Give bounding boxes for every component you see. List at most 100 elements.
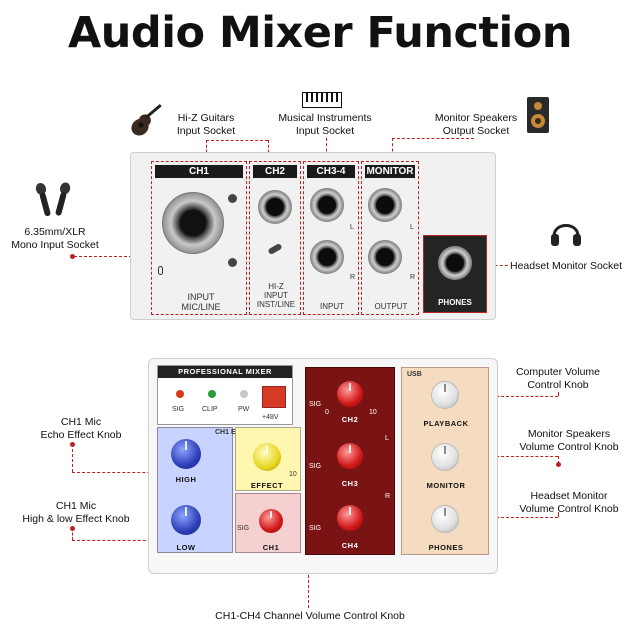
ch2-input-label: HI-Z INPUT INST/LINE xyxy=(256,282,296,309)
ch34-header: CH3-4 xyxy=(307,165,355,178)
callout-monitor-output: Monitor Speakers Output Socket xyxy=(434,112,518,137)
keyboard-icon xyxy=(302,92,342,108)
microphone-icon xyxy=(35,182,71,217)
sig-label: SIG xyxy=(237,525,250,532)
screw xyxy=(228,194,237,203)
ch2-label: CH2 xyxy=(341,415,359,424)
brand-block: PROFESSIONAL MIXER SIG CLIP PW +48V xyxy=(157,365,293,425)
sig-label: SIG xyxy=(309,401,322,408)
leader-hiz-v2 xyxy=(268,140,269,162)
callout-headset-socket: Headset Monitor Socket xyxy=(510,260,623,272)
rear-panel: CH1 INPUT MIC/LINE CH2 HI-Z INPUT INST/L… xyxy=(130,152,496,320)
ch1-input-label: INPUT MIC/LINE xyxy=(181,292,221,312)
low-eq-knob[interactable] xyxy=(171,505,201,535)
leader-dot xyxy=(70,442,75,447)
speaker-icon xyxy=(527,97,549,133)
leader-dot xyxy=(70,526,75,531)
ch1-header: CH1 xyxy=(155,165,243,178)
leader-hiz-h xyxy=(206,140,268,141)
phones-label: PHONES xyxy=(428,543,464,552)
leader-mono-input xyxy=(74,256,152,257)
ch1eq-label: CH1 EQ xyxy=(215,429,242,436)
leader-dot xyxy=(556,462,561,467)
monitor-r-jack[interactable] xyxy=(368,240,402,274)
leader-computer-volume-v xyxy=(558,392,559,396)
ch1-volume-knob[interactable] xyxy=(259,509,283,533)
callout-hiz-guitar: Hi-Z Guitars Input Socket xyxy=(176,112,236,137)
ch4-jack[interactable] xyxy=(310,240,344,274)
ch2-jack[interactable] xyxy=(258,190,292,224)
phantom-power-button[interactable] xyxy=(262,386,286,408)
clip-led xyxy=(208,390,216,398)
low-label: LOW xyxy=(176,543,196,552)
playback-volume-knob[interactable] xyxy=(431,381,459,409)
callout-mono-input: 6.35mm/XLR Mono Input Socket xyxy=(11,226,99,251)
xlr-combo-jack[interactable] xyxy=(162,192,224,254)
callout-musical-instruments: Musical Instruments Input Socket xyxy=(278,112,372,137)
leader-computer-volume xyxy=(462,396,558,397)
l-label: L xyxy=(350,224,354,231)
leader-hiz xyxy=(206,140,207,162)
front-panel: PROFESSIONAL MIXER SIG CLIP PW +48V CH1 … xyxy=(148,358,498,574)
monitor-label: MONITOR xyxy=(426,481,466,490)
ch34-input-label: INPUT xyxy=(320,302,344,311)
section-ch34: CH3-4 L R INPUT xyxy=(303,161,359,315)
r-label: R xyxy=(350,274,356,281)
ch3-volume-knob[interactable] xyxy=(337,443,363,469)
guitar-icon xyxy=(131,103,162,136)
ch2-volume-knob[interactable] xyxy=(337,381,363,407)
sig-label: SIG xyxy=(309,463,322,470)
r-label: R xyxy=(410,274,416,281)
high-label: HIGH xyxy=(175,475,197,484)
monitor-volume-knob[interactable] xyxy=(431,443,459,471)
r-label: R xyxy=(385,493,391,500)
leader-monitor-volume xyxy=(462,456,558,457)
sig-led xyxy=(176,390,184,398)
monitor-output-label: OUTPUT xyxy=(374,302,408,311)
ch4-volume-knob[interactable] xyxy=(337,505,363,531)
effect-label: EFFECT xyxy=(250,481,284,490)
leader-high-low-v xyxy=(72,528,73,540)
leader-channel-volume xyxy=(308,560,309,608)
clip-label: CLIP xyxy=(202,406,218,413)
echo-effect-knob[interactable] xyxy=(253,443,281,471)
ch4-label: CH4 xyxy=(341,541,359,550)
screw xyxy=(228,258,237,267)
brand-label: PROFESSIONAL MIXER xyxy=(158,366,292,378)
guitar-small-icon xyxy=(267,242,283,256)
section-ch2: CH2 HI-Z INPUT INST/LINE xyxy=(249,161,301,315)
leader-monitor-out-h xyxy=(392,138,474,139)
phones-volume-knob[interactable] xyxy=(431,505,459,533)
ch1-label: CH1 xyxy=(262,543,280,552)
callout-headset-volume: Headset Monitor Volume Control Knob xyxy=(519,490,619,515)
leader-headset-volume-v xyxy=(558,512,559,517)
phones-jack[interactable] xyxy=(438,246,472,280)
leader-dot xyxy=(70,254,75,259)
leader-high-low xyxy=(72,540,166,541)
callout-computer-volume: Computer Volume Control Knob xyxy=(515,366,601,391)
monitor-l-jack[interactable] xyxy=(368,188,402,222)
callout-channel-volume: CH1-CH4 Channel Volume Control Knob xyxy=(215,610,405,622)
section-ch1: CH1 INPUT MIC/LINE xyxy=(151,161,247,315)
playback-label: PLAYBACK xyxy=(423,419,469,428)
ch3-jack[interactable] xyxy=(310,188,344,222)
leader-headset-socket xyxy=(484,265,508,266)
phones-label: PHONES xyxy=(438,298,472,307)
plus48-label: +48V xyxy=(262,414,279,421)
sig-label: SIG xyxy=(309,525,322,532)
leader-headset-volume xyxy=(462,517,558,518)
leader-monitor-out xyxy=(392,138,393,162)
l-label: L xyxy=(385,435,389,442)
sig-label: SIG xyxy=(172,406,185,413)
callout-monitor-volume: Monitor Speakers Volume Control Knob xyxy=(519,428,619,453)
pw-led xyxy=(240,390,248,398)
ch2-header: CH2 xyxy=(253,165,297,178)
phones-section: PHONES xyxy=(423,235,487,313)
leader-echo-v xyxy=(72,444,73,472)
monitor-header: MONITOR xyxy=(365,165,415,178)
ch3-label: CH3 xyxy=(341,479,359,488)
pw-label: PW xyxy=(238,406,250,413)
leader-musical xyxy=(326,138,327,162)
high-eq-knob[interactable] xyxy=(171,439,201,469)
ch2-max: 10 xyxy=(369,409,377,416)
